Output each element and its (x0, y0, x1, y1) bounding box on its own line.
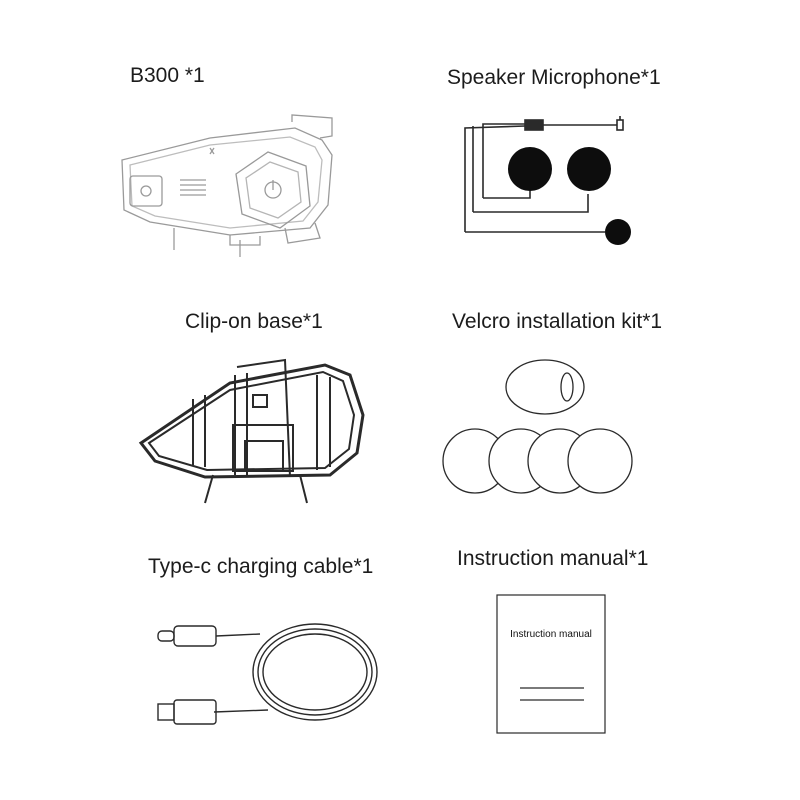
instruction-manual-illustration: Instruction manual (496, 594, 608, 736)
b300-device-illustration (110, 110, 350, 260)
type-c-plug (173, 625, 217, 647)
charging-cable-illustration (150, 612, 380, 737)
charging-cable-label: Type-c charging cable*1 (148, 555, 374, 578)
speaker-microphone-illustration (455, 112, 645, 252)
manual-cover-title: Instruction manual (510, 629, 592, 640)
clip-on-base-label: Clip-on base*1 (185, 310, 323, 333)
b300-label: B300 *1 (130, 64, 205, 87)
velcro-kit-label: Velcro installation kit*1 (452, 310, 663, 333)
clip-on-base-illustration (135, 355, 370, 515)
instruction-manual-label: Instruction manual*1 (457, 547, 649, 570)
velcro-oval-pad (505, 359, 585, 415)
velcro-round-pad-4 (567, 428, 633, 494)
usb-a-plug (173, 699, 217, 725)
cable-coil (252, 623, 378, 721)
velcro-kit-illustration (442, 355, 640, 500)
speaker-microphone-label: Speaker Microphone*1 (447, 66, 661, 89)
